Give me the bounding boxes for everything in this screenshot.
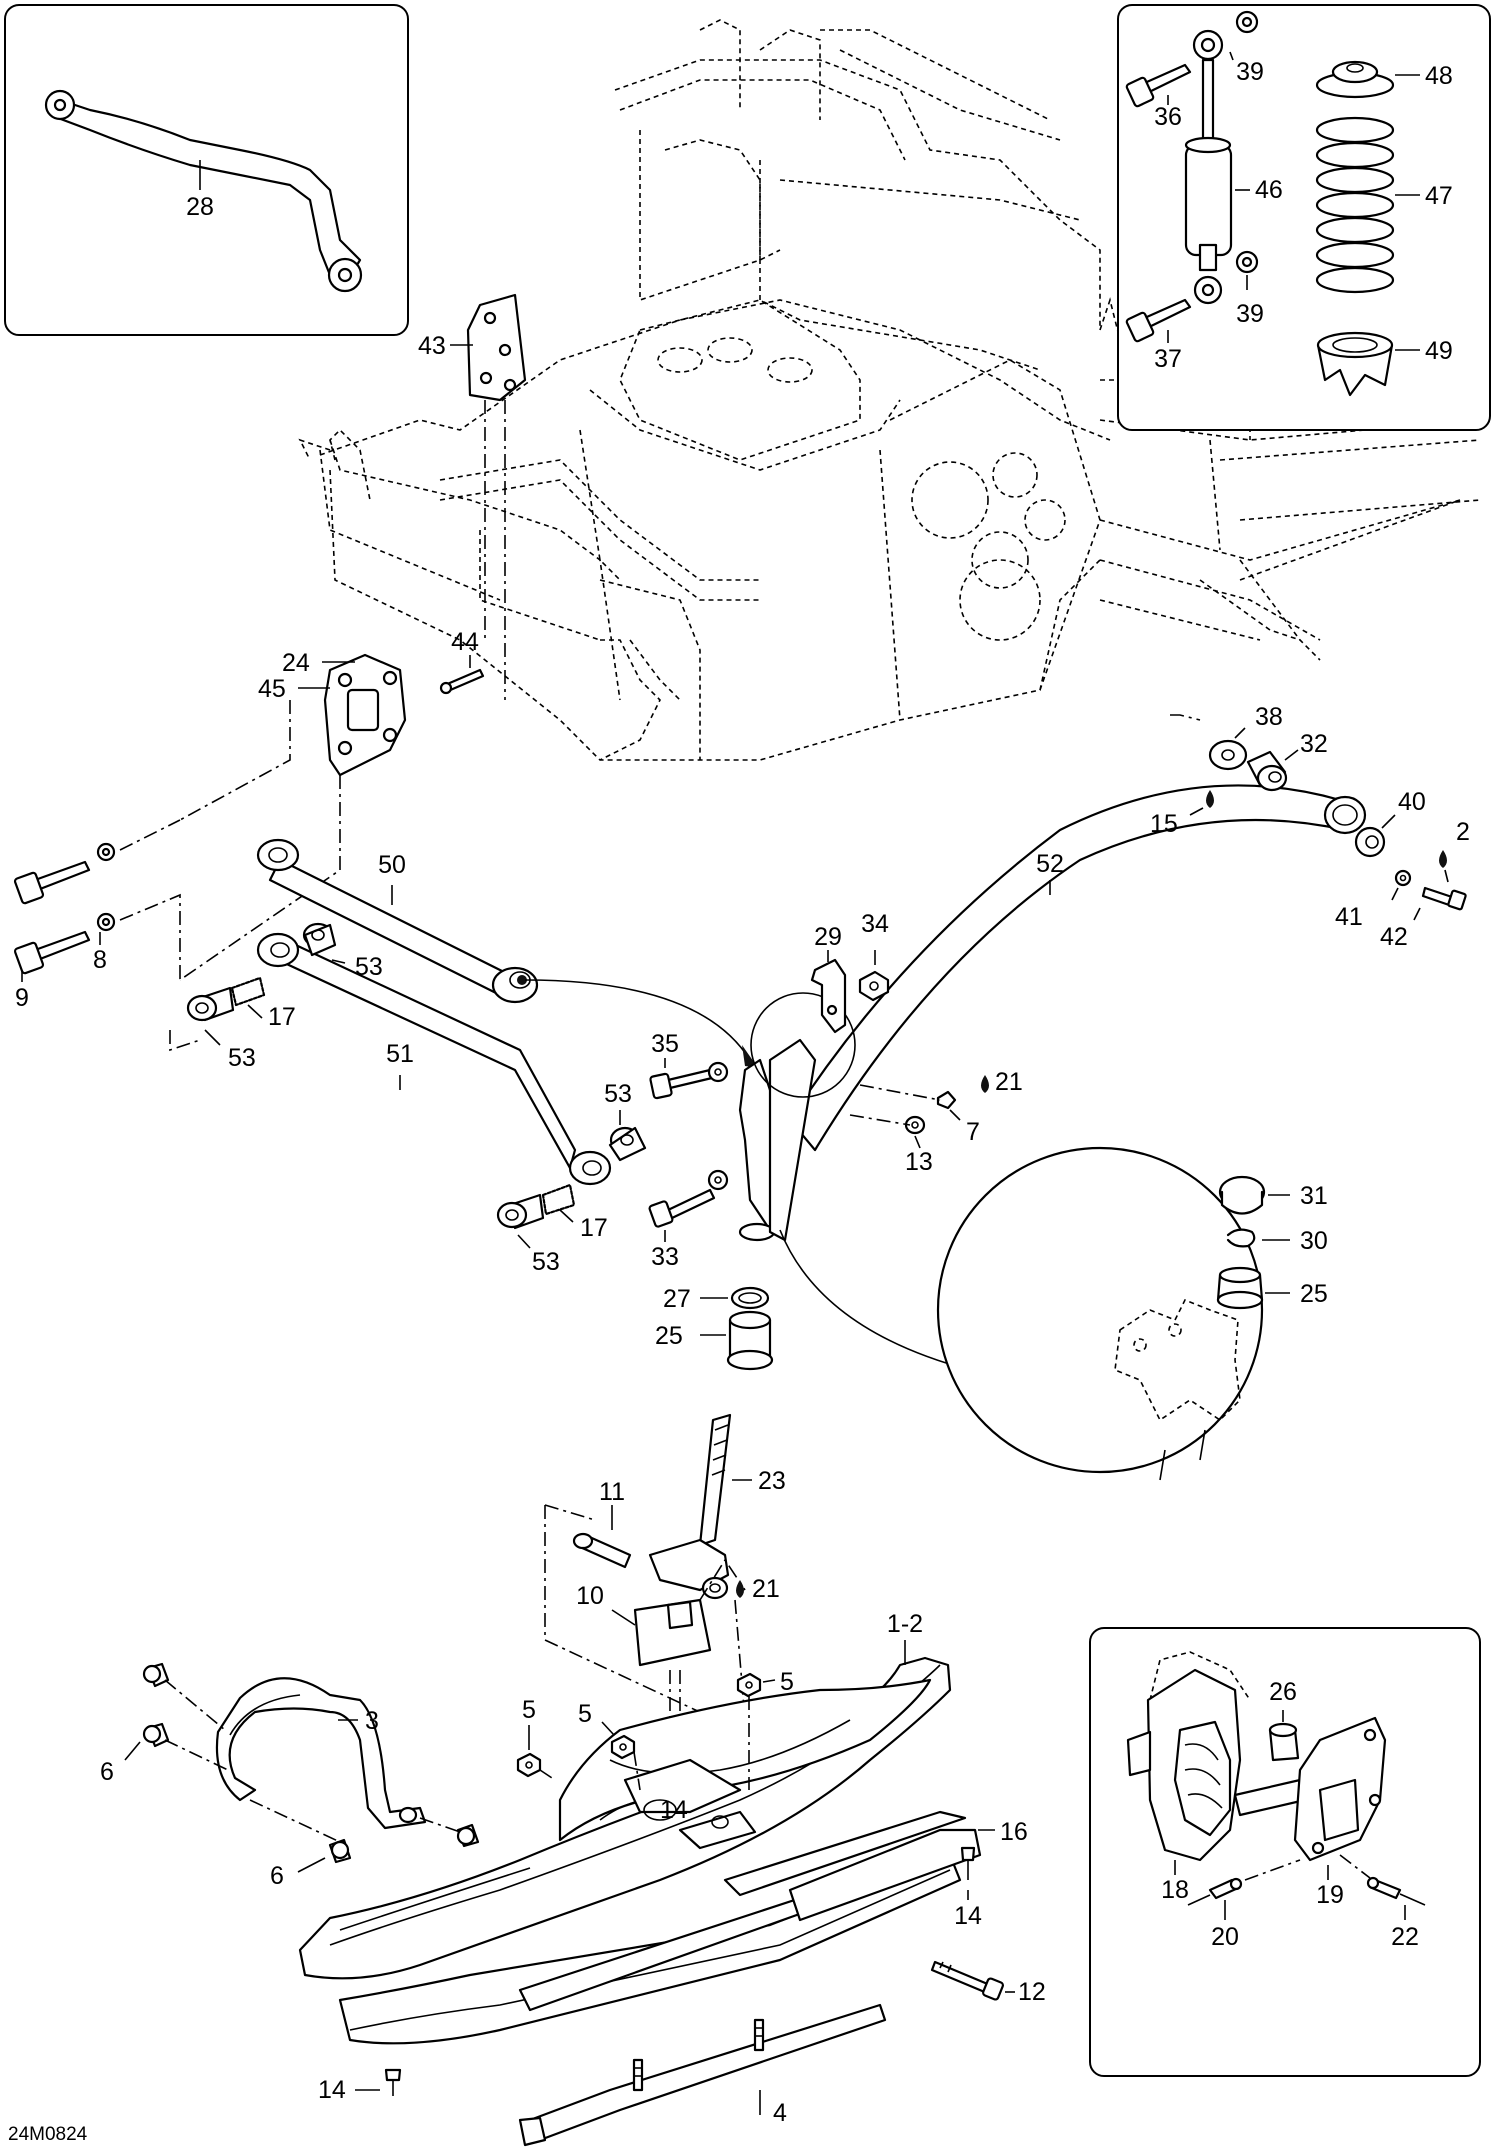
callout-44: 44 bbox=[451, 628, 479, 656]
callout-16: 16 bbox=[1000, 1818, 1028, 1846]
callout-19: 19 bbox=[1316, 1881, 1344, 1909]
callout-25-a: 25 bbox=[655, 1322, 683, 1350]
callout-17-b: 17 bbox=[580, 1214, 608, 1242]
nuts-5: 5 5 5 bbox=[516, 1668, 794, 1791]
bolts-33-35: 35 33 13 7 21 bbox=[648, 1030, 1023, 1271]
callout-7: 7 bbox=[966, 1118, 980, 1146]
callout-31: 31 bbox=[1300, 1182, 1328, 1210]
hardware-40-42: 40 41 42 2 bbox=[1335, 788, 1470, 951]
ski-body: 1-2 bbox=[298, 1610, 952, 1980]
arm-51: 51 bbox=[256, 932, 612, 1186]
callout-2: 2 bbox=[1456, 818, 1470, 846]
callout-45: 45 bbox=[258, 675, 286, 703]
bolts-8-9: 8 9 bbox=[13, 819, 181, 1012]
callout-33: 33 bbox=[651, 1243, 679, 1271]
callout-41: 41 bbox=[1335, 903, 1363, 931]
callout-40: 40 bbox=[1398, 788, 1426, 816]
callout-1-2: 1-2 bbox=[887, 1610, 923, 1638]
callout-22: 22 bbox=[1391, 1923, 1419, 1951]
callout-49: 49 bbox=[1425, 337, 1453, 365]
handle-3: 3 6 6 bbox=[100, 1662, 480, 1890]
callout-50: 50 bbox=[378, 851, 406, 879]
callout-11: 11 bbox=[599, 1478, 625, 1506]
callout-39-top: 39 bbox=[1236, 58, 1264, 86]
callout-5-c: 5 bbox=[780, 1668, 794, 1696]
chassis-frame bbox=[298, 19, 1491, 761]
spindle-52: 52 bbox=[738, 784, 1367, 1380]
callout-8: 8 bbox=[93, 946, 107, 974]
callout-46: 46 bbox=[1255, 176, 1283, 204]
bushings-25-27: 27 25 bbox=[655, 1285, 774, 1371]
callout-21-b: 21 bbox=[752, 1575, 780, 1603]
detail-box-28: 28 bbox=[4, 4, 409, 336]
callout-51: 51 bbox=[386, 1040, 414, 1068]
callout-39-bottom: 39 bbox=[1236, 300, 1264, 328]
callout-28: 28 bbox=[186, 193, 214, 221]
callout-13: 13 bbox=[905, 1148, 933, 1176]
callout-34: 34 bbox=[861, 910, 889, 938]
callout-5-b: 5 bbox=[578, 1700, 592, 1728]
callout-23: 23 bbox=[758, 1467, 786, 1495]
callout-35: 35 bbox=[651, 1030, 679, 1058]
callout-32: 32 bbox=[1300, 730, 1328, 758]
callout-53-b: 53 bbox=[228, 1044, 256, 1072]
callout-24: 24 bbox=[282, 649, 310, 677]
callout-27: 27 bbox=[663, 1285, 691, 1313]
callout-15: 15 bbox=[1150, 810, 1178, 838]
callout-9: 9 bbox=[15, 984, 29, 1012]
callout-18: 18 bbox=[1161, 1876, 1189, 1904]
callout-10: 10 bbox=[576, 1582, 604, 1610]
callout-53-c: 53 bbox=[604, 1080, 632, 1108]
callout-26: 26 bbox=[1269, 1678, 1297, 1706]
callout-14-a: 14 bbox=[954, 1902, 982, 1930]
ski-runner: 4 16 bbox=[338, 1810, 1028, 2147]
callout-43: 43 bbox=[418, 332, 446, 360]
screws-14: 14 14 14 12 bbox=[318, 1796, 1046, 2104]
callout-12: 12 bbox=[1018, 1978, 1046, 2006]
plate-43: 43 bbox=[418, 293, 527, 700]
callout-36: 36 bbox=[1154, 103, 1182, 131]
callout-6-b: 6 bbox=[270, 1862, 284, 1890]
bushings-53: 53 53 53 53 17 17 bbox=[169, 922, 647, 1276]
callout-3: 3 bbox=[365, 1707, 379, 1735]
callout-48: 48 bbox=[1425, 62, 1453, 90]
callout-14-c: 14 bbox=[660, 1796, 688, 1824]
bracket-24: 44 24 45 bbox=[179, 628, 485, 981]
callout-5-a: 5 bbox=[522, 1696, 536, 1724]
callout-17-a: 17 bbox=[268, 1003, 296, 1031]
callout-6-a: 6 bbox=[100, 1758, 114, 1786]
arm-50: 50 bbox=[256, 838, 758, 1068]
callout-20: 20 bbox=[1211, 1923, 1239, 1951]
detail-circle-31: 31 30 25 bbox=[936, 1146, 1328, 1481]
callout-37: 37 bbox=[1154, 345, 1182, 373]
callout-53-d: 53 bbox=[532, 1248, 560, 1276]
callout-52: 52 bbox=[1036, 850, 1064, 878]
callout-21-a: 21 bbox=[995, 1068, 1023, 1096]
callout-30: 30 bbox=[1300, 1227, 1328, 1255]
callout-25-b: 25 bbox=[1300, 1280, 1328, 1308]
callout-29: 29 bbox=[814, 923, 842, 951]
callout-53-a: 53 bbox=[355, 953, 383, 981]
callout-4: 4 bbox=[773, 2099, 787, 2127]
callout-38: 38 bbox=[1255, 703, 1283, 731]
bracket-29: 29 34 bbox=[810, 910, 890, 1034]
drawing-code: 24M0824 bbox=[8, 2124, 88, 2145]
detail-box-pivot: 26 18 20 19 22 bbox=[1089, 1627, 1481, 2077]
callout-42: 42 bbox=[1380, 923, 1408, 951]
washers-38-32: 38 32 15 bbox=[1150, 703, 1328, 838]
detail-box-shock: 36 39 46 39 37 48 47 49 bbox=[1117, 4, 1491, 431]
spindle-23: 23 11 10 21 bbox=[544, 1413, 786, 1780]
callout-14-b: 14 bbox=[318, 2076, 346, 2104]
callout-47: 47 bbox=[1425, 182, 1453, 210]
